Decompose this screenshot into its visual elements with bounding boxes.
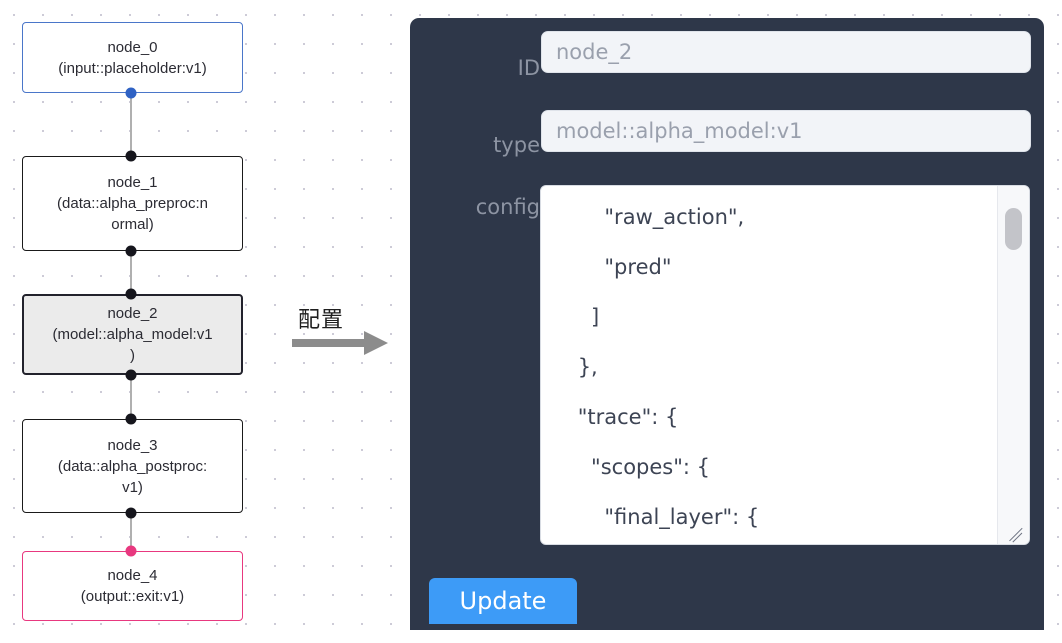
id-field-label: ID <box>517 56 540 80</box>
config-textarea[interactable]: "raw_action", "pred" ] }, "trace": { "sc… <box>540 185 1030 545</box>
edge-node3-node4 <box>130 513 132 551</box>
annotation-arrow-label: 配置 <box>298 308 345 333</box>
type-input[interactable]: model::alpha_model:v1 <box>541 110 1031 152</box>
edge-node2-node3 <box>130 375 132 419</box>
node-label: node_4 (output::exit:v1) <box>80 567 185 605</box>
node-port-node_0-out[interactable] <box>125 87 137 99</box>
config-scrollbar-track[interactable] <box>997 186 1029 544</box>
node-label: node_1 (data::alpha_preproc:n ormal) <box>57 174 208 233</box>
type-field-label: type <box>493 133 540 157</box>
node-port-node_2-out[interactable] <box>125 369 137 381</box>
node-label: node_3 (data::alpha_postproc: v1) <box>57 436 208 496</box>
update-button[interactable]: Update <box>429 578 577 624</box>
graph-node-node_1[interactable]: node_1 (data::alpha_preproc:n ormal) <box>22 156 243 251</box>
config-scrollbar-thumb[interactable] <box>1005 208 1022 250</box>
node-port-node_3-in[interactable] <box>125 413 137 425</box>
graph-node-node_2[interactable]: node_2 (model::alpha_model:v1 ) <box>22 294 243 375</box>
edge-node0-node1 <box>130 93 132 156</box>
node-port-node_1-in[interactable] <box>125 150 137 162</box>
edge-node1-node2 <box>130 251 132 295</box>
resize-grip-icon[interactable] <box>1006 521 1026 543</box>
graph-node-node_3[interactable]: node_3 (data::alpha_postproc: v1) <box>22 419 243 513</box>
node-port-node_1-out[interactable] <box>125 245 137 257</box>
node-port-node_3-out[interactable] <box>125 507 137 519</box>
node-port-node_2-in[interactable] <box>125 288 137 300</box>
graph-node-node_4[interactable]: node_4 (output::exit:v1) <box>22 551 243 621</box>
graph-node-node_0[interactable]: node_0 (input::placeholder:v1) <box>22 22 243 93</box>
node-port-node_4-in[interactable] <box>125 545 137 557</box>
node-label: node_2 (model::alpha_model:v1 ) <box>52 305 213 364</box>
node-label: node_0 (input::placeholder:v1) <box>58 38 207 77</box>
config-field-label: config <box>475 195 540 219</box>
config-textarea-value[interactable]: "raw_action", "pred" ] }, "trace": { "sc… <box>577 205 760 529</box>
id-input[interactable]: node_2 <box>541 31 1031 73</box>
annotation-arrow-icon <box>292 328 392 363</box>
